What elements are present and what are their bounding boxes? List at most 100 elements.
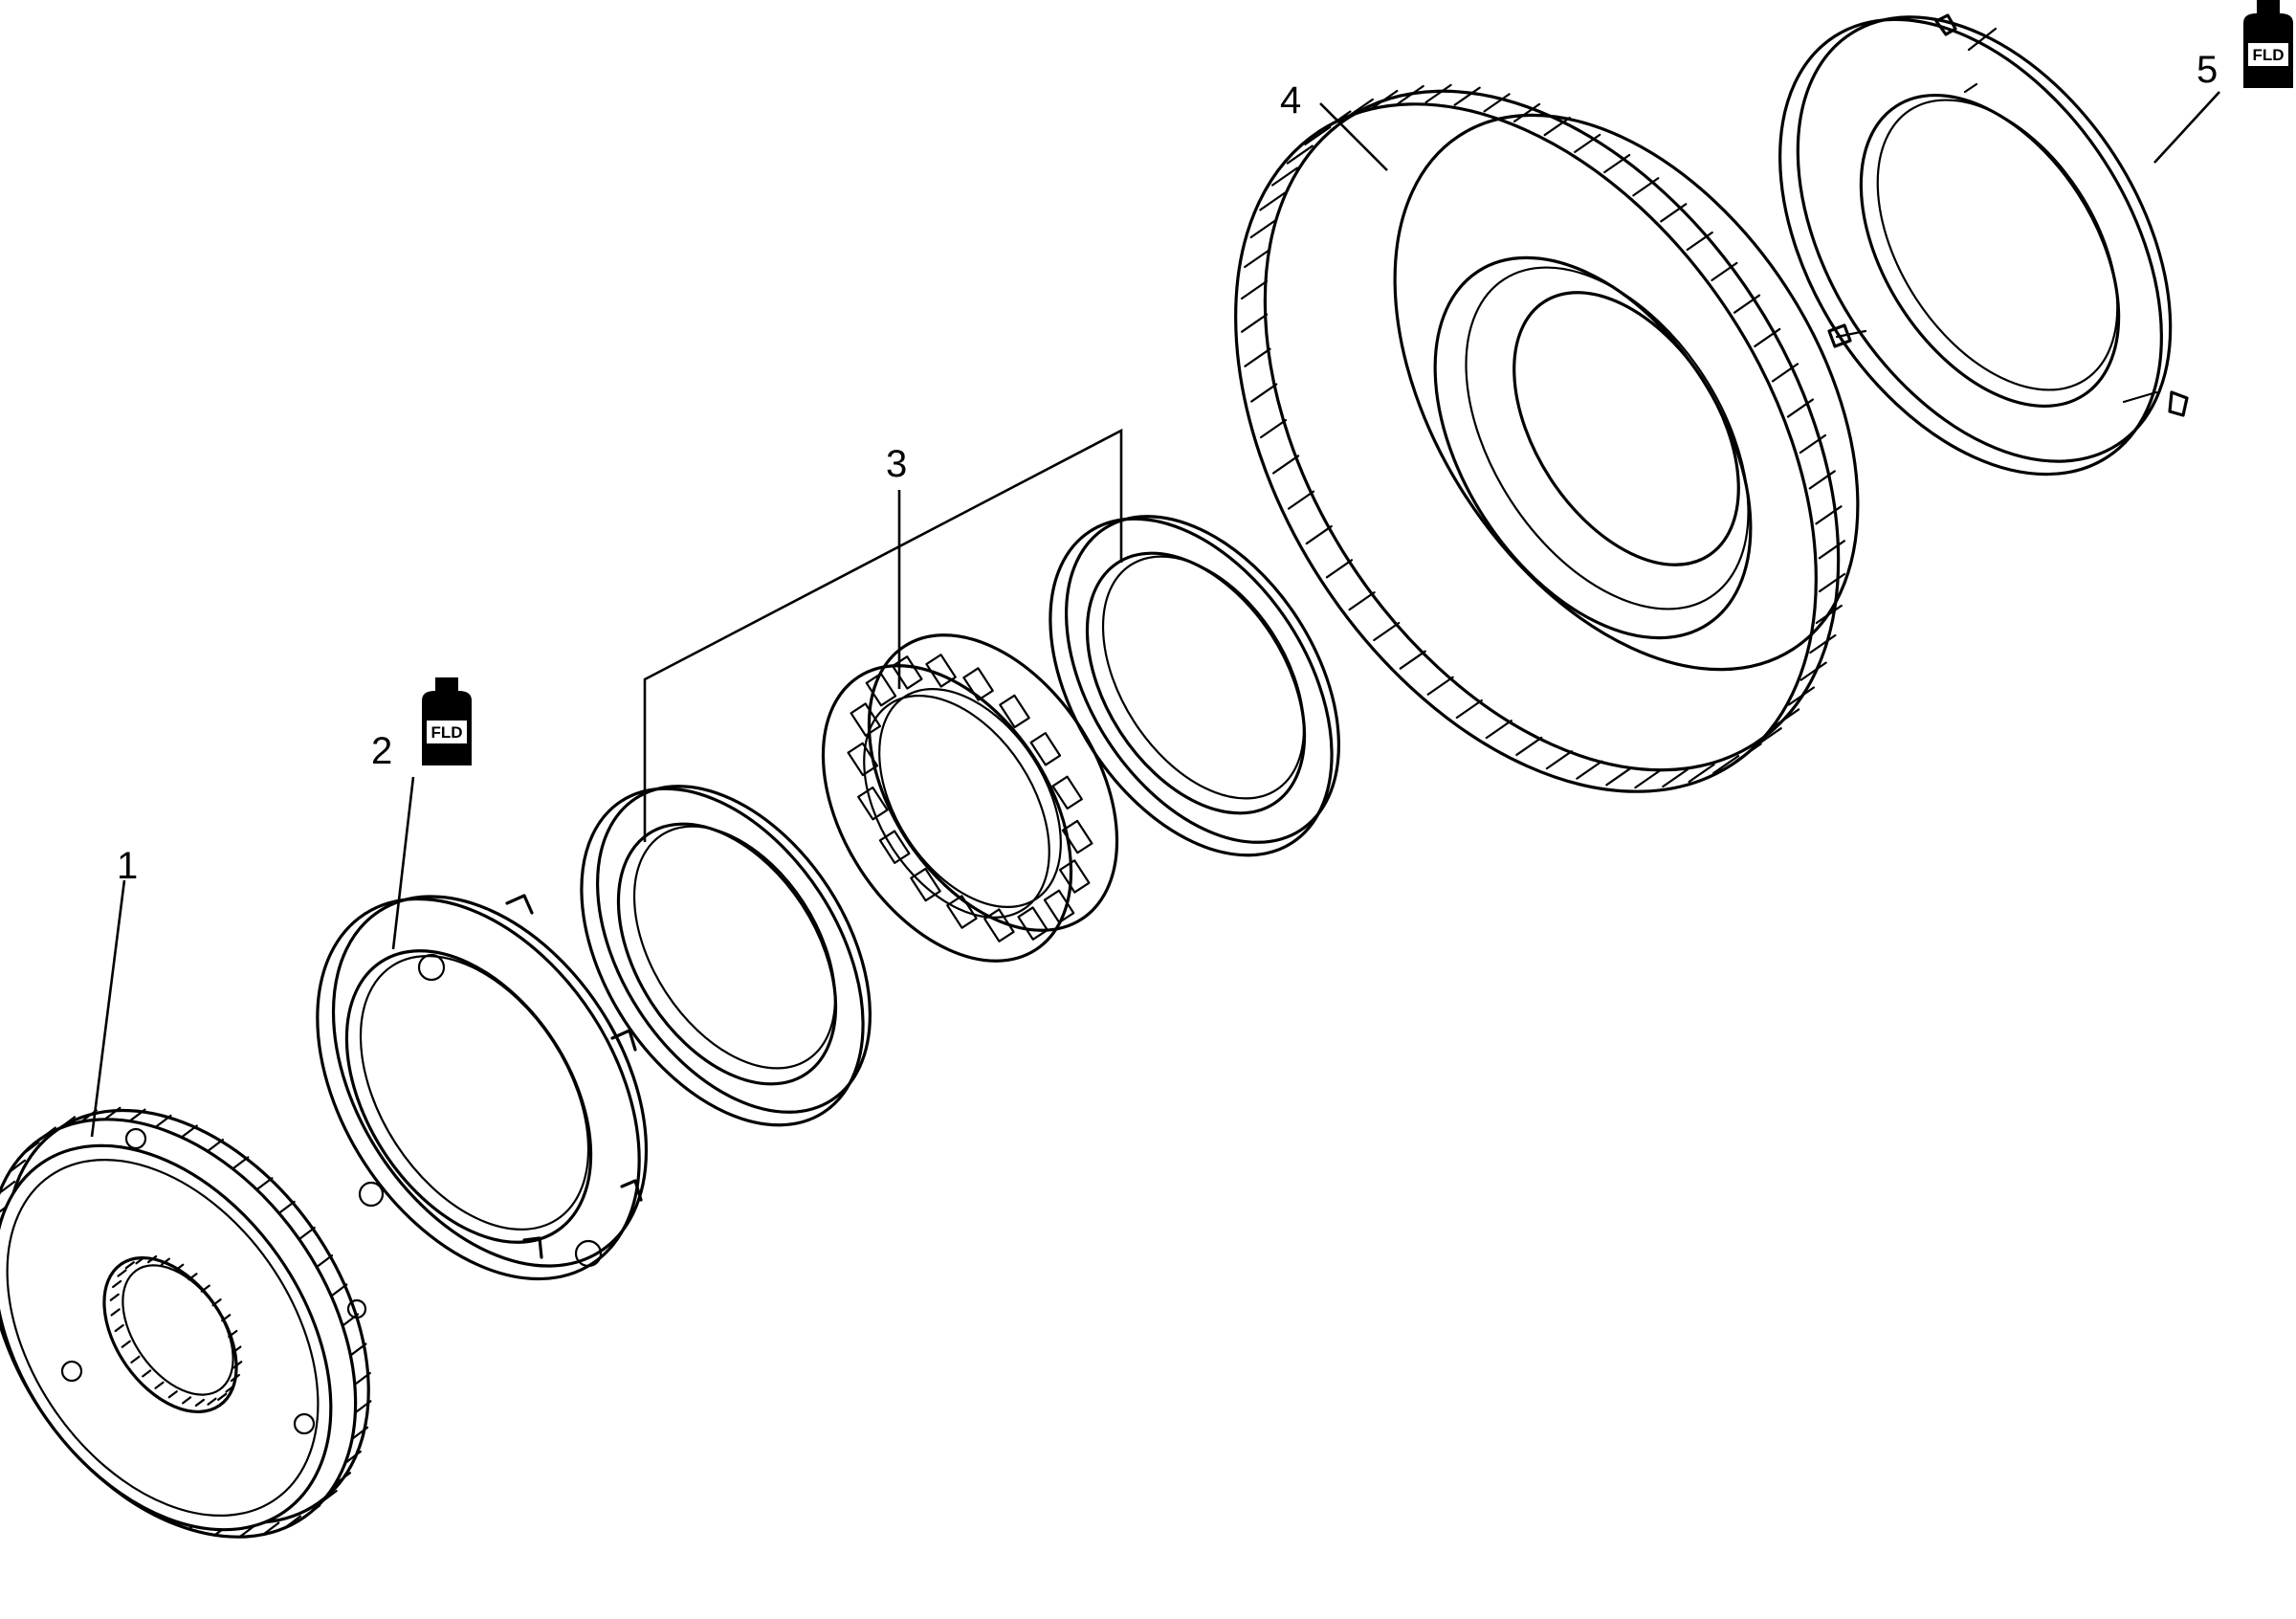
tooth-mark xyxy=(228,1329,238,1339)
fluid-badge-part-2: FLD xyxy=(422,677,472,765)
callout-4: 4 xyxy=(1280,79,1301,122)
tooth-mark xyxy=(232,1345,242,1354)
roller xyxy=(847,742,879,777)
tooth-mark xyxy=(1787,686,1816,706)
tooth-mark xyxy=(207,1397,217,1406)
roller xyxy=(999,694,1030,729)
tooth-mark xyxy=(232,1361,243,1369)
fluid-badge-text: FLD xyxy=(2252,46,2284,64)
tooth-mark xyxy=(1271,455,1300,475)
fluid-badge-part-5: FLD xyxy=(2243,0,2293,88)
tooth-mark xyxy=(1348,591,1376,611)
tooth-mark xyxy=(1545,750,1574,770)
roller xyxy=(865,672,897,707)
tooth-mark xyxy=(188,1273,198,1281)
tooth-mark xyxy=(0,1180,16,1194)
tooth-mark xyxy=(1809,633,1837,654)
tooth-mark xyxy=(330,1283,348,1297)
tooth-mark xyxy=(1754,327,1781,348)
part-5-thrust-washer xyxy=(1778,13,2189,477)
tooth-mark xyxy=(174,1263,185,1272)
tooth-mark xyxy=(1250,383,1278,403)
tooth-mark xyxy=(1799,661,1827,681)
tooth-mark xyxy=(230,1373,240,1383)
tooth-mark xyxy=(182,1396,192,1405)
tooth-mark xyxy=(315,1254,334,1269)
tooth-mark xyxy=(232,1156,250,1170)
tooth-mark xyxy=(130,1355,141,1364)
tooth-mark xyxy=(109,1293,120,1301)
tooth-mark xyxy=(1660,203,1688,223)
tooth-mark xyxy=(221,1314,232,1322)
tooth-mark xyxy=(1455,699,1483,720)
roller xyxy=(1061,819,1093,854)
part-1-splined-hub xyxy=(0,1106,372,1539)
callout-3: 3 xyxy=(886,443,907,485)
tooth-mark xyxy=(1733,294,1761,314)
tooth-mark xyxy=(1603,153,1631,174)
callout-2: 2 xyxy=(371,730,392,772)
callout-5: 5 xyxy=(2197,49,2218,91)
tooth-mark xyxy=(354,1400,372,1414)
tooth-mark xyxy=(1818,572,1846,593)
tooth-mark xyxy=(343,1450,362,1465)
tooth-mark xyxy=(1574,133,1601,153)
fluid-bottle-icon xyxy=(422,677,472,765)
tooth-mark xyxy=(194,1398,206,1408)
tooth-mark xyxy=(1576,760,1603,780)
roller xyxy=(910,867,941,902)
tooth-mark xyxy=(353,1371,371,1386)
tooth-mark xyxy=(1286,144,1314,165)
tooth-mark xyxy=(1808,470,1836,490)
roller xyxy=(983,908,1015,943)
tooth-mark xyxy=(1771,363,1799,383)
tooth-mark xyxy=(1426,676,1454,696)
tooth-mark xyxy=(1711,261,1738,281)
leader-lines xyxy=(90,91,2220,1138)
part-3-front-race xyxy=(580,785,872,1127)
tooth-mark xyxy=(262,1521,280,1536)
tooth-mark xyxy=(320,1490,338,1504)
roller xyxy=(878,830,911,864)
tooth-mark xyxy=(121,1340,131,1348)
roller xyxy=(1051,775,1083,810)
leader-2 xyxy=(391,776,415,950)
tooth-mark xyxy=(1371,89,1399,110)
fluid-badge-text: FLD xyxy=(430,723,462,742)
tooth-mark xyxy=(124,1261,135,1270)
tooth-mark xyxy=(1815,505,1843,525)
tooth-mark xyxy=(200,1284,210,1293)
tooth-mark xyxy=(1244,347,1271,367)
tooth-mark xyxy=(180,1124,198,1139)
callout-labels: 1 2 3 4 5 xyxy=(117,49,2218,887)
tooth-mark xyxy=(298,1226,316,1241)
tooth-mark xyxy=(350,1426,369,1440)
tooth-mark xyxy=(114,1323,124,1333)
roller xyxy=(892,655,923,690)
tooth-mark xyxy=(135,1256,145,1265)
roller xyxy=(1029,732,1062,766)
tooth-mark xyxy=(1483,93,1511,113)
tooth-mark xyxy=(1688,763,1715,784)
tooth-mark xyxy=(1686,231,1713,252)
roller xyxy=(1058,859,1091,894)
tooth-mark xyxy=(1424,83,1452,103)
tooth-mark xyxy=(1304,125,1332,145)
tooth-mark xyxy=(1799,433,1826,455)
tooth-mark xyxy=(167,1390,178,1399)
tooth-mark xyxy=(303,1504,321,1519)
tooth-mark xyxy=(103,1106,121,1120)
roller xyxy=(857,786,889,821)
tooth-mark xyxy=(1634,769,1662,789)
tooth-mark xyxy=(1259,191,1287,211)
tooth-mark xyxy=(1662,767,1689,788)
callout-1: 1 xyxy=(117,845,138,887)
leader-1 xyxy=(90,879,126,1138)
tooth-mark xyxy=(1249,218,1277,239)
tooth-mark xyxy=(1325,559,1354,579)
roller xyxy=(946,895,978,929)
tooth-mark xyxy=(1399,650,1426,670)
roller xyxy=(925,654,957,688)
roller xyxy=(1017,906,1049,941)
